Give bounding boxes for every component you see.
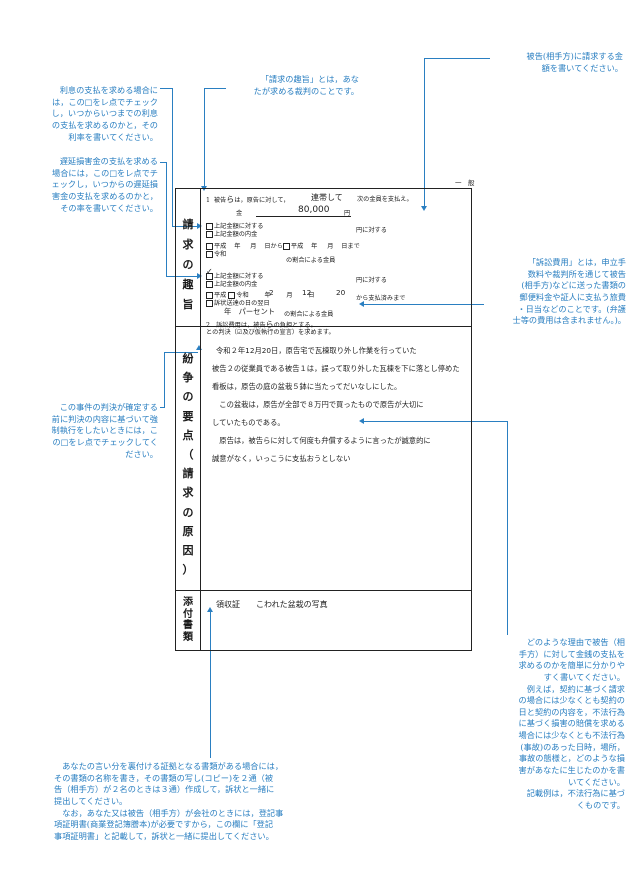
note-claim-meaning: 「請求の趣旨」とは，あなたが求める裁判のことです。 <box>253 74 359 96</box>
note-reason: どのような理由で被告（相手方）に対して金銭の支払を求めるのかを簡単に分かりやすく… <box>518 637 625 810</box>
leader-line <box>424 58 490 59</box>
leader-line <box>424 58 425 208</box>
leader-line <box>160 407 164 408</box>
leader-line <box>172 226 197 227</box>
narrative-line: 令和２年12月20日，原告宅で瓦棟取り外し作業を行っていた <box>216 346 417 355</box>
yen-label: 円 <box>344 210 351 217</box>
leader-line <box>204 88 226 89</box>
joint-handwriting: 連帯して <box>311 193 343 202</box>
claim-line-1-end: 次の金員を支払え。 <box>357 196 413 203</box>
arrow-head <box>421 206 427 211</box>
note-amount: 被告(相手方)に請求する金額を書いてください。 <box>526 51 623 73</box>
note-delay: 遅延損害金の支払を求める場合には，この□をレ点でチェックし，いつからの遅延損害金… <box>51 156 158 213</box>
leader-line <box>507 421 508 635</box>
delay-option-b: 上記金額の内金 <box>206 279 257 288</box>
narrative-line: この盆栽は，原告が全部で８万円で買ったもので原告が大切に <box>212 400 424 409</box>
section-label-dispute: 紛争の要点（請求の原因） <box>182 352 194 577</box>
arrow-head <box>197 223 202 229</box>
delay-next-day: 訴状送達の日の翌日 <box>206 298 270 307</box>
delay-rate-text: の割合による金員 <box>284 311 334 318</box>
note-costs: 「訴訟費用」とは，申立手数料や裁判所を通じて被告(相手方)などに送った書類の郵便… <box>512 257 626 326</box>
narrative-line: 看板は，原告の庭の盆栽５鉢に当たってだいなしにした。 <box>212 382 402 391</box>
leader-line <box>204 88 205 188</box>
delay-rate-hw: 年 パーセント <box>224 307 276 316</box>
narrative-line: していたものである。 <box>212 418 285 427</box>
delay-year-hw: 2 <box>269 288 274 297</box>
interest-option-b: 上記金額の内金 <box>206 229 257 238</box>
arrow-head <box>359 418 364 424</box>
leader-line <box>166 162 167 276</box>
leader-line <box>210 612 211 758</box>
delay-option-a: 上記金額に対する <box>206 271 264 280</box>
leader-line <box>172 88 173 226</box>
arrow-head <box>207 607 213 612</box>
section-label-claim: 請求の趣旨 <box>182 218 194 311</box>
note-provisional: この事件の判決が確定する前に判決の内容に基づいて強制執行をしたいときには，この□… <box>51 402 158 459</box>
leader-line <box>160 88 172 89</box>
attachments-text: 領収証 こわれた盆栽の写真 <box>216 600 328 609</box>
leader-line <box>164 352 198 353</box>
section-label-attachments: 添付書類 <box>183 597 193 643</box>
note-interest: 利息の支払を求める場合には，この□をレ点でチェックし，いつからいつまでの利息の支… <box>51 85 158 142</box>
delay-day-hw: 20 <box>336 288 346 297</box>
arrow-head <box>196 345 202 350</box>
note-evidence: あなたの言い分を裏付ける証拠となる書類がある場合には，その書類の名称を書き，その… <box>54 761 284 841</box>
leader-line <box>160 162 166 163</box>
kin-label: 金 <box>236 210 243 217</box>
complaint-form: 請求の趣旨 紛争の要点（請求の原因） 添付書類 1 被告らは，原告に対して， 連… <box>175 188 472 651</box>
amount-underline <box>256 216 351 217</box>
leader-line <box>364 421 507 422</box>
costs-line: 2 訴訟費用は，被告らの負担とする。 <box>206 320 317 329</box>
delay-month-hw: 12 <box>302 288 312 297</box>
interest-period: 平成 年 月 日から平成 年 月 日まで <box>206 241 360 250</box>
interest-option-a: 上記金額に対する <box>206 221 264 230</box>
delay-check: ✓ <box>206 267 213 276</box>
delay-period: 平成 令和 年 月 日 <box>206 290 315 299</box>
claim-amount: 80,000 <box>298 205 330 215</box>
narrative-line: 原告は，被告らに対して何度も弁償するように言ったが誠意的に <box>212 436 431 445</box>
leader-line <box>166 276 197 277</box>
interest-yen-for: 円に対する <box>356 227 387 234</box>
leader-line <box>164 352 165 408</box>
paid-until: から支払済みまで <box>356 295 406 302</box>
arrow-head <box>359 301 364 307</box>
delay-yen-for: 円に対する <box>356 277 387 284</box>
narrative-line: 被告２の従業員である被告１は，誤って取り外した瓦棟を下に落とし停めた <box>212 364 460 373</box>
narrative-line: 誠意がなく，いっこうに支払おうとしない <box>212 454 351 463</box>
interest-period-reiwa: 令和 <box>206 249 226 258</box>
form-header-mark: 一 般 <box>455 179 475 187</box>
arrow-head <box>197 273 202 279</box>
claim-line-1: 1 被告らは，原告に対して， <box>206 195 290 204</box>
interest-rate: の割合による金員 <box>286 257 336 264</box>
judgment-line: との判決（☑及び仮執行の宣言）を求めます。 <box>206 329 335 336</box>
leader-line <box>364 304 484 305</box>
